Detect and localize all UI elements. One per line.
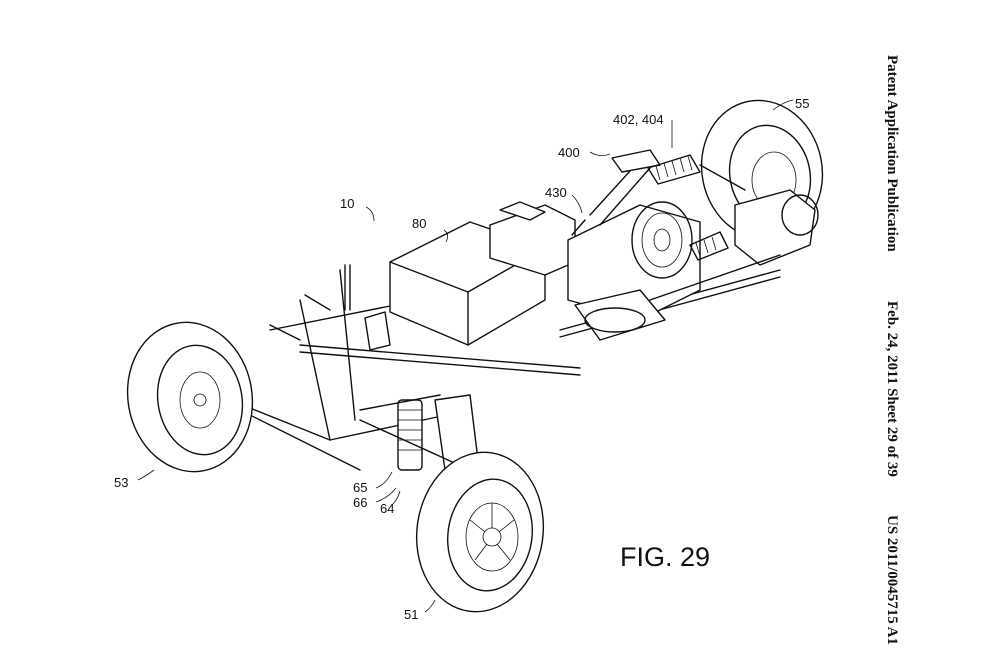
ref-400: 400 <box>558 145 580 160</box>
ref-402-404: 402, 404 <box>613 112 664 127</box>
front-suspension <box>359 394 479 471</box>
ref-53: 53 <box>114 475 128 490</box>
ref-55: 55 <box>795 96 809 111</box>
steering-rods <box>269 264 391 351</box>
rear-drive <box>649 189 819 301</box>
ref-10: 10 <box>340 196 354 211</box>
ref-430: 430 <box>545 185 567 200</box>
engine-block <box>389 201 576 346</box>
front-right-wheel <box>415 451 545 613</box>
ref-80: 80 <box>412 216 426 231</box>
ref-51: 51 <box>404 607 418 622</box>
leader-lines <box>137 99 794 613</box>
ref-64: 64 <box>380 501 394 516</box>
rear-linkage <box>571 149 746 261</box>
ref-66: 66 <box>353 495 367 510</box>
transmission <box>567 201 701 341</box>
ref-65: 65 <box>353 480 367 495</box>
figure-label: FIG. 29 <box>620 542 710 572</box>
front-left-wheel <box>126 321 254 473</box>
